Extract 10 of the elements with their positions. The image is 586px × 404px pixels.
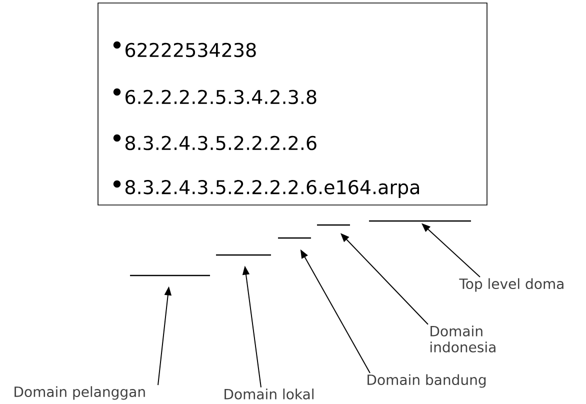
domain-label: Domain indonesia bbox=[430, 326, 496, 352]
number-box: 62222534238 6.2.2.2.2.5.3.4.2.3.8 8.3.2.4.3.5.2.2.2.2.6 8.3.2.4.3.5.2.2.2.2.6.e164.arpa bbox=[98, 2, 488, 206]
underline-bar bbox=[216, 254, 271, 256]
domain-label: Top level doma bbox=[459, 278, 564, 292]
domain-label: Domain lokal bbox=[224, 388, 314, 400]
domain-label: Domain bandung bbox=[368, 374, 486, 388]
domain-label: Domain pelanggan bbox=[14, 386, 145, 400]
underline-bar bbox=[130, 274, 210, 276]
underline-bar bbox=[317, 224, 350, 226]
underline-bar bbox=[278, 237, 311, 239]
